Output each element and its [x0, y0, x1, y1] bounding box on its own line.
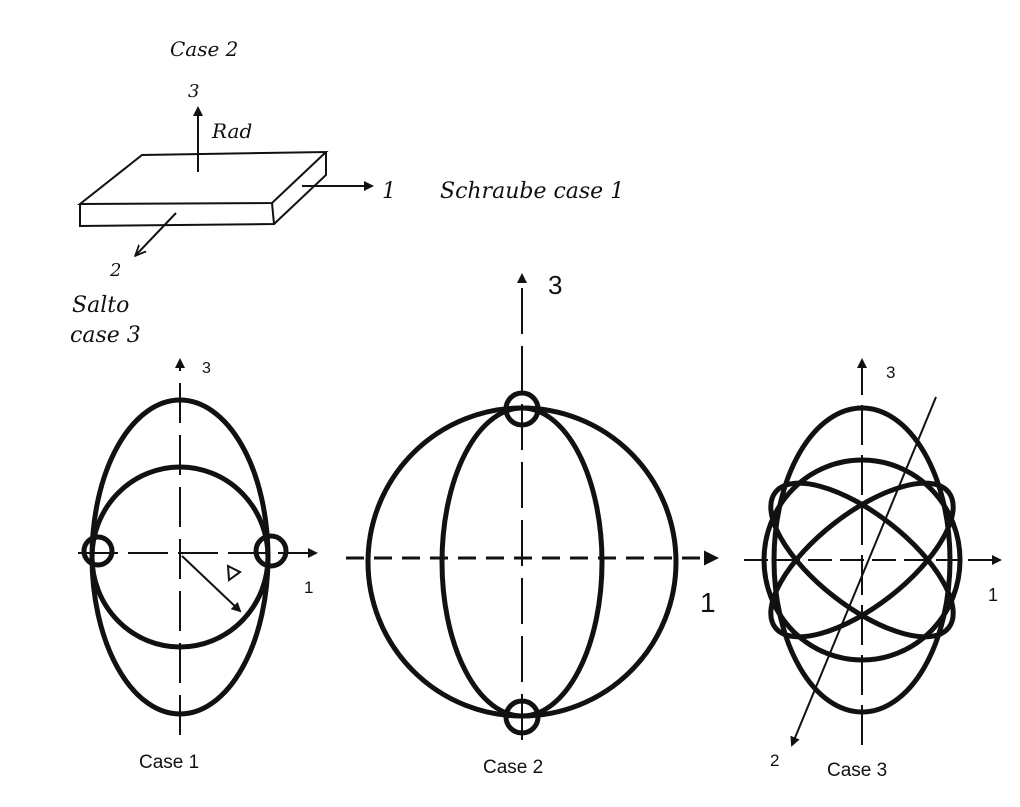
- board-sketch: Case 2 3 Rad 1 Schraube case 1 2 Salto c…: [70, 37, 624, 348]
- sketch-axis2-number: 2: [109, 260, 121, 281]
- case2-top-pivot: [503, 390, 541, 428]
- sketch-axis2-word: Salto: [72, 293, 129, 318]
- case1-axis3-label: 3: [202, 360, 211, 377]
- case1-small-triangle: [226, 564, 242, 582]
- sketch-axis1-number: 1: [382, 179, 396, 204]
- case2-bottom-pivot: [503, 698, 541, 736]
- case3-diagonal-axis: [790, 396, 937, 747]
- case3-tilted-ellipse-a: [768, 480, 956, 640]
- case1-diagram: 3 1 Case 1: [78, 358, 318, 773]
- case3-tilted-ellipse-b: [768, 480, 956, 640]
- case2-axis1-label: 1: [700, 587, 716, 618]
- case1-left-pivot: [81, 534, 115, 568]
- case1-right-pivot: [253, 533, 289, 569]
- board-side-face: [273, 152, 327, 225]
- case1-circle: [89, 464, 271, 650]
- board-front-face: [79, 202, 276, 228]
- board-top-face: [77, 150, 329, 206]
- case3-caption: Case 3: [827, 760, 887, 781]
- case3-axis3-label: 3: [886, 363, 895, 382]
- sketch-case2-label: Case 2: [170, 37, 238, 61]
- case2-caption: Case 2: [483, 757, 543, 778]
- sketch-axis2-arrow: [136, 212, 177, 255]
- sketch-axis1-word: Schraube case 1: [440, 179, 624, 204]
- case3-axis2-label: 2: [770, 751, 779, 770]
- case3-circle: [761, 457, 963, 663]
- sketch-axis2-case: case 3: [70, 323, 141, 348]
- case1-axis1-label: 1: [304, 578, 313, 597]
- sketch-axis3-word: Rad: [211, 119, 252, 143]
- case3-diagram: 3 1 2 Case 3: [744, 358, 1002, 781]
- case2-axis3-label: 3: [548, 270, 562, 300]
- case3-tall-ellipse: [771, 405, 953, 715]
- sketch-axis3-number: 3: [188, 81, 199, 102]
- case3-axis1-label: 1: [988, 585, 998, 605]
- case1-rotation-arrow: [181, 555, 242, 613]
- case1-caption: Case 1: [139, 752, 199, 773]
- case2-inner-ellipse: [439, 405, 605, 719]
- case2-diagram: 3 1 Case 2: [346, 270, 719, 778]
